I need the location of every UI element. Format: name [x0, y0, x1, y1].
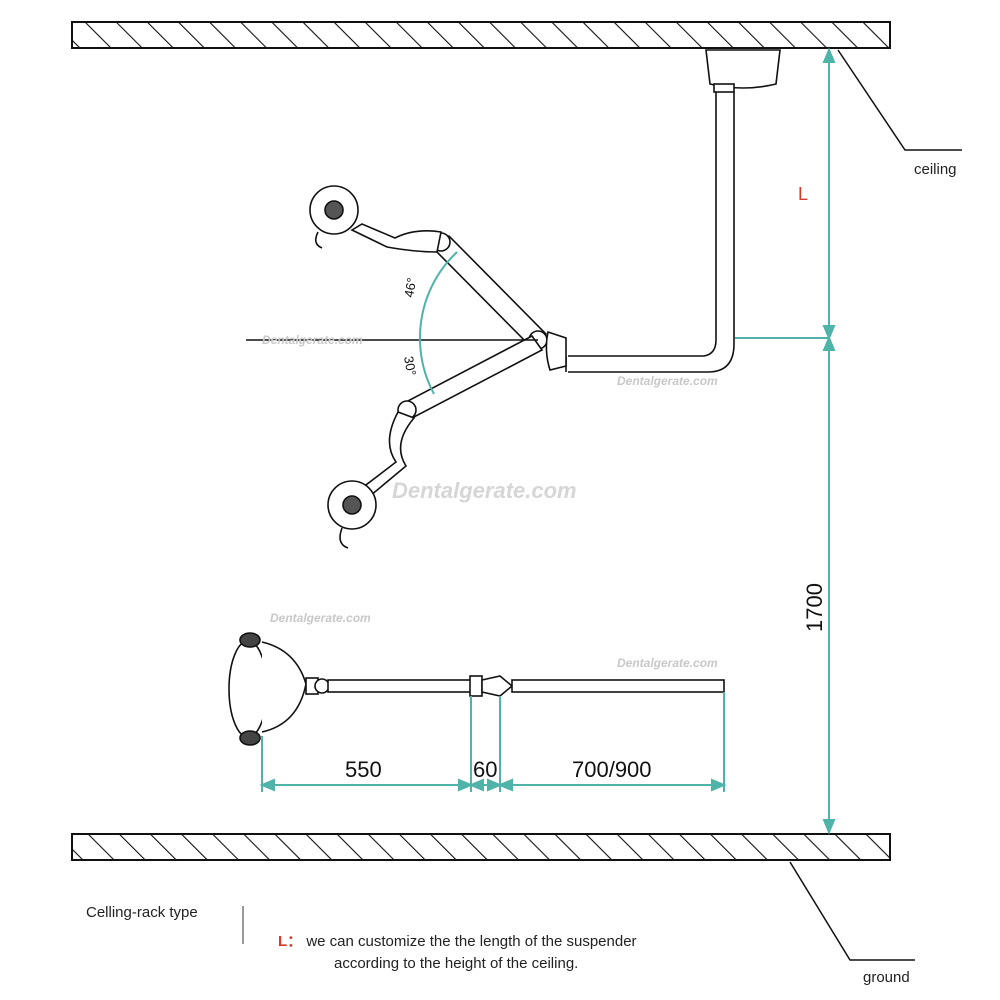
height-label: 1700 — [802, 583, 827, 632]
angle-label-lower: 30° — [401, 355, 419, 377]
dimension-700-900: 700/900 — [572, 757, 652, 782]
dimension-60: 60 — [473, 757, 497, 782]
watermark-5: Dentalgerate.com — [617, 656, 718, 670]
angle-arc-upper — [418, 251, 458, 341]
side-view-lamp — [228, 632, 725, 746]
rack-type-caption: Celling-rack type — [86, 904, 198, 921]
angle-label-upper: 46° — [401, 277, 419, 299]
note-line-1: we can customize the the length of the s… — [306, 933, 637, 950]
ceiling-leader-line — [837, 49, 962, 151]
height-dimension — [735, 47, 836, 835]
watermark-3: Dentalgerate.com — [392, 478, 577, 503]
watermarks: Dentalgerate.com Dentalgerate.com Dental… — [262, 333, 718, 670]
ground-leader-line — [789, 861, 915, 961]
lower-lamp-arm — [327, 334, 544, 549]
angle-arc-lower — [419, 339, 435, 395]
dimension-550: 550 — [345, 757, 382, 782]
horizontal-dimensions — [259, 692, 727, 792]
suspender-pole — [565, 92, 735, 373]
watermark-2: Dentalgerate.com — [617, 374, 718, 388]
ceiling-slab — [71, 21, 891, 49]
upper-lamp-arm — [309, 185, 548, 350]
ceiling-label: ceiling — [914, 161, 957, 178]
note-line-2: according to the height of the ceiling. — [334, 954, 579, 972]
length-L-label: L — [798, 184, 808, 204]
ground-label: ground — [863, 969, 910, 986]
customization-note: L： we can customize the the length of th… — [278, 931, 748, 975]
ground-slab — [71, 833, 891, 861]
swivel-joint — [545, 330, 567, 371]
watermark-4: Dentalgerate.com — [270, 611, 371, 625]
ceiling-mount — [705, 49, 781, 93]
note-marker: L： — [278, 933, 303, 950]
watermark-1: Dentalgerate.com — [262, 333, 363, 347]
